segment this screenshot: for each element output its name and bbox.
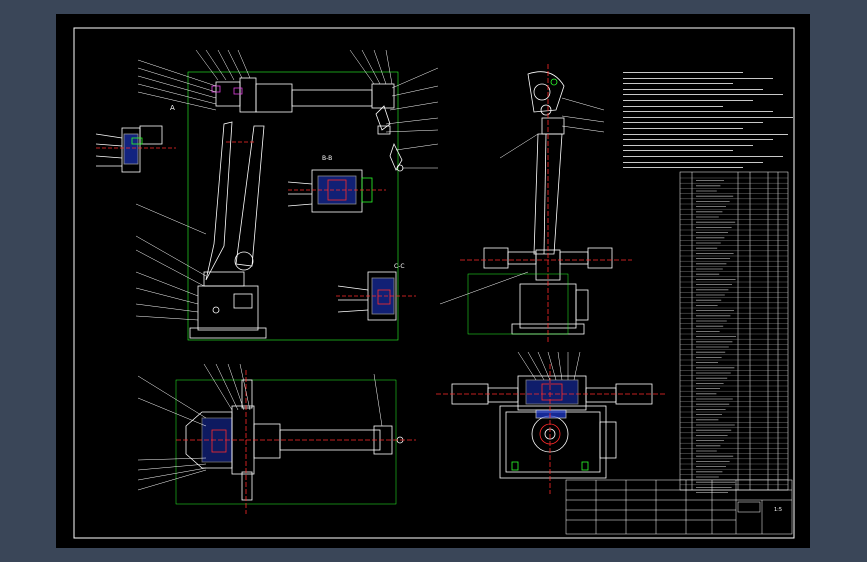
technical-note-line <box>623 144 753 146</box>
detail-a-view <box>95 125 176 173</box>
technical-note-line <box>623 94 783 96</box>
technical-note-line <box>623 150 733 152</box>
technical-note-line <box>623 72 743 73</box>
parts-list-table <box>679 171 789 491</box>
technical-note-line <box>623 83 733 85</box>
title-block <box>565 479 793 535</box>
technical-note-line <box>623 88 763 90</box>
section-label-bc: B-B <box>322 155 332 162</box>
section-label-cc: C-C <box>394 263 405 270</box>
top-view-arm <box>175 370 416 514</box>
detail-bc-view <box>287 169 386 213</box>
base-section-leaders <box>517 351 581 381</box>
sheet-number: 1:5 <box>774 507 782 513</box>
side-view-leaders <box>439 97 605 305</box>
technical-note-line <box>623 139 773 141</box>
technical-note-line <box>623 100 753 101</box>
technical-note-line <box>623 156 783 157</box>
inner-border <box>73 27 795 539</box>
detail-cc-view <box>336 271 416 321</box>
section-label-a: A <box>170 104 175 112</box>
top-view-leaders <box>137 363 383 491</box>
base-section-view <box>436 364 666 494</box>
front-view-arm <box>187 71 404 341</box>
technical-note-line <box>623 122 763 124</box>
front-view-leaders <box>135 49 439 321</box>
technical-note-line <box>623 167 743 169</box>
technical-note-line <box>623 133 788 135</box>
technical-note-line <box>623 105 723 107</box>
technical-note-line <box>623 77 773 79</box>
drawing-sheet: A B-B C-C <box>56 14 810 548</box>
cad-drawing-canvas: A B-B C-C <box>73 27 795 539</box>
technical-note-line <box>623 128 743 129</box>
technical-note-line <box>623 116 793 118</box>
side-view-arm <box>460 64 632 344</box>
parts-list-rows <box>680 177 788 494</box>
technical-note-line <box>623 111 773 113</box>
technical-note-line <box>623 161 763 163</box>
